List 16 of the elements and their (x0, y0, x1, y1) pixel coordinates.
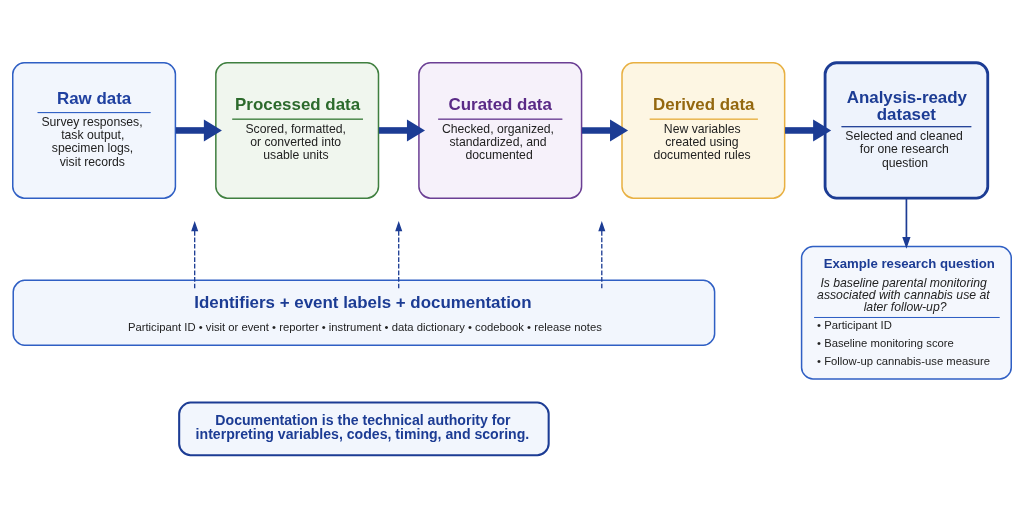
node-box: Raw data Survey responses, task output, specimen logs, visit records (12, 62, 177, 199)
arrow (395, 221, 403, 289)
node-box: Derived data New variables created using documented rules (621, 62, 786, 199)
arrow (785, 119, 832, 142)
arrow (378, 119, 425, 142)
node-box: Documentation is the technical authority for interpreting variables, codes, timing, and scoring. (178, 401, 550, 457)
node-box: Analysis-ready dataset Selected and cleaned for one research question (823, 61, 990, 200)
node-box: Identifiers + event labels + documentation Participant ID • visit or event • reporter • instrument • data dictionary • codebook • release notes (12, 279, 716, 346)
node-box: Example research question Is baseline parental monitoring associated with cannabis use at later follow-up? • Participant ID • Baseline monitoring score • Follow-up cannabis-use measure (800, 245, 1012, 380)
node-box: Processed data Scored, formatted, or converted into usable units (215, 62, 380, 199)
arrow (191, 221, 199, 289)
arrow (902, 197, 911, 249)
node-box: Curated data Checked, organized, standardized, and documented (418, 62, 583, 199)
arrow (598, 221, 606, 289)
arrow (175, 119, 222, 142)
arrow (581, 119, 629, 142)
